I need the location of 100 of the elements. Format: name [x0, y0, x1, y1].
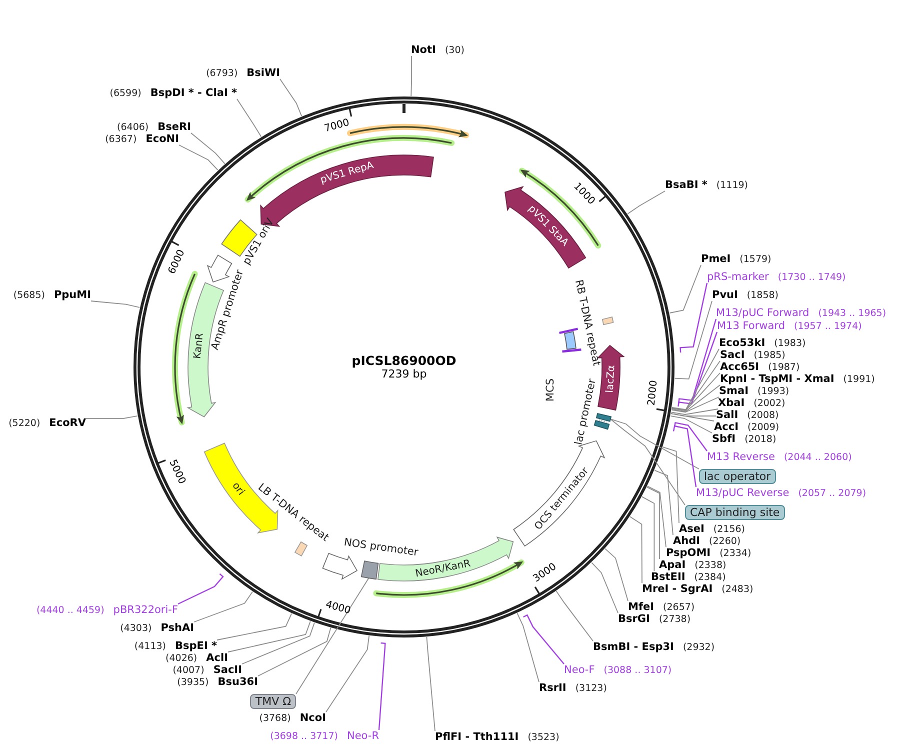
tick-label: 7000: [323, 117, 351, 135]
site-position: (1858): [746, 290, 779, 302]
site-position: (2018): [744, 434, 776, 446]
leader-line: [86, 415, 138, 419]
site-position: (1119): [716, 180, 748, 192]
primer-name: Neo-R: [346, 730, 379, 742]
primer-position: (1943 .. 1965): [818, 308, 886, 320]
leader-line: [178, 573, 224, 605]
enzyme-name: EcoRV: [49, 417, 86, 429]
feature-tag: CAP binding site: [685, 505, 785, 520]
enzyme-name: ApaI: [659, 559, 686, 571]
leader-line: [670, 415, 712, 434]
leader-line: [610, 418, 686, 506]
plasmid-name: pICSL86900OD: [352, 353, 456, 368]
leader-line: [610, 418, 700, 470]
site-position: (2008): [747, 410, 779, 422]
enzyme-name: BspDI * - ClaI *: [150, 87, 237, 99]
site-position: (2338): [694, 560, 726, 572]
tick-label: 4000: [324, 599, 352, 617]
enzyme-name: PspOMI: [666, 547, 711, 559]
primer-name: M13/pUC Forward: [716, 307, 810, 319]
enzyme-name: MreI - SgrAI: [642, 583, 713, 595]
site-position: (30): [444, 45, 464, 57]
site-position: (5220): [8, 418, 40, 430]
feature-label: RB T-DNA repeat: [572, 278, 602, 368]
primer-name: pBR322ori-F: [113, 604, 178, 616]
leader-line: [672, 425, 697, 488]
plasmid-size: 7239 bp: [381, 368, 427, 380]
tick-label: 2000: [646, 379, 660, 406]
leader-line: [228, 620, 311, 652]
site-position: (2738): [658, 614, 691, 626]
leader-line: [662, 446, 680, 524]
tick-label: 6000: [166, 248, 188, 276]
site-position: (2384): [694, 572, 726, 584]
enzyme-name: BstEII: [651, 571, 686, 583]
leader-line: [591, 562, 618, 614]
leader-line: [678, 332, 718, 407]
site-position: (1987): [768, 362, 800, 374]
leader-line: [641, 496, 655, 572]
site-position: (1579): [740, 254, 772, 266]
enzyme-name: PshAI: [160, 622, 194, 634]
site-position: (3523): [528, 732, 560, 744]
site-position: (4026): [166, 653, 198, 665]
enzyme-name: SacI: [720, 349, 745, 361]
enzyme-name: PpuMI: [54, 289, 91, 301]
primer-position: (2057 .. 2079): [798, 488, 866, 500]
site-position: (2009): [747, 422, 780, 434]
enzyme-name: NcoI: [300, 712, 326, 724]
leader-line: [556, 590, 594, 642]
leader-line: [326, 635, 370, 712]
leader-line: [674, 422, 708, 452]
leader-line: [236, 98, 262, 138]
leader-line: [216, 613, 292, 640]
feature-tag: TMV Ω: [250, 694, 296, 709]
primer-position: (3698 .. 3717): [270, 731, 338, 743]
feature-label: pVS1 RepA: [319, 160, 375, 186]
enzyme-name: SmaI: [719, 385, 748, 397]
enzyme-name: Acc65I: [720, 361, 760, 373]
leader-line: [258, 627, 332, 676]
leader-line: [678, 318, 717, 404]
feature-label: KanR: [192, 332, 206, 359]
site-position: (1991): [843, 374, 875, 386]
site-position: (3768): [259, 713, 291, 725]
leader-line: [90, 300, 140, 308]
site-position: (2156): [713, 524, 745, 536]
enzyme-name: NotI: [411, 44, 436, 56]
primer-position: (1957 .. 1974): [794, 321, 862, 333]
enzyme-name: BsmBI - Esp3I: [593, 641, 674, 653]
enzyme-name: AhdI: [673, 535, 700, 547]
leader-line: [280, 78, 302, 117]
enzyme-name: AccI: [714, 421, 738, 433]
site-position: (6406): [117, 122, 149, 134]
enzyme-name: AclI: [206, 652, 228, 664]
primer-name: M13/pUC Reverse: [696, 487, 790, 499]
site-position: (2932): [682, 642, 715, 654]
primer-position: (1730 .. 1749): [778, 272, 846, 284]
leader-line: [654, 470, 674, 536]
enzyme-name: MfeI: [628, 601, 654, 613]
leader-line: [516, 612, 540, 682]
enzyme-name: EcoNI: [146, 133, 179, 145]
primer-position: (3088 .. 3107): [604, 665, 672, 677]
leader-line: [242, 622, 315, 664]
leader-line: [426, 636, 436, 732]
enzyme-name: BsiWI: [246, 67, 280, 79]
primer-name: M13 Forward: [717, 320, 785, 332]
site-position: (5685): [13, 290, 45, 302]
site-position: (1983): [774, 338, 806, 350]
leader-line: [410, 56, 412, 97]
enzyme-name: AseI: [679, 523, 704, 535]
enzyme-name: XbaI: [718, 397, 745, 409]
primer-name: Neo-F: [564, 664, 595, 676]
enzyme-name: PflFI - Tth111I: [435, 731, 519, 743]
enzyme-name: SacII: [213, 664, 242, 676]
leader-line: [378, 642, 386, 730]
leader-line: [523, 614, 564, 664]
enzyme-name: PvuI: [712, 289, 738, 301]
leader-line: [178, 144, 218, 171]
enzyme-name: BsrGI: [618, 613, 650, 625]
leader-line: [646, 486, 660, 560]
enzyme-name: RsrII: [539, 682, 566, 694]
